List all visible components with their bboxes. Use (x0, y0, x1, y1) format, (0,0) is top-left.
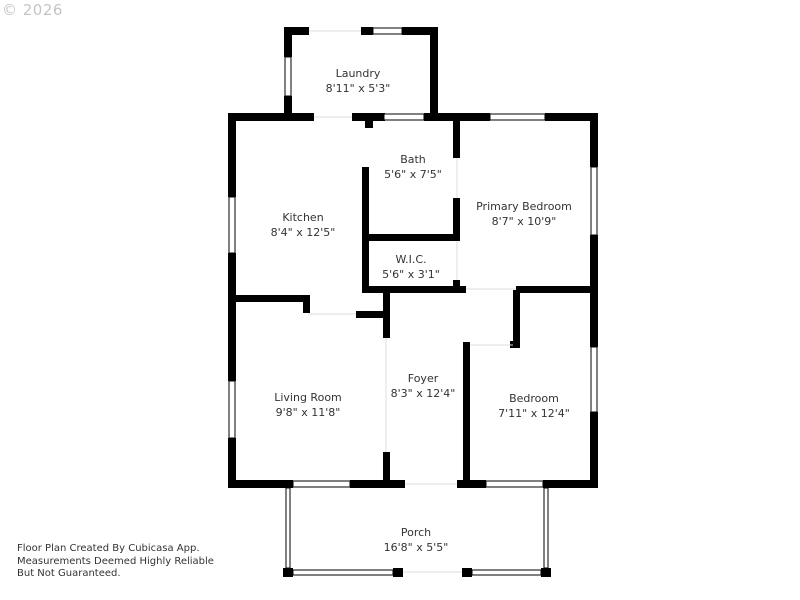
copyright-text: © 2026 (2, 1, 63, 19)
disclaimer: Floor Plan Created By Cubicasa App. Meas… (17, 543, 214, 581)
svg-text:Foyer: Foyer (408, 372, 439, 385)
room-label-porch: Porch 16'8" x 5'5" (384, 526, 449, 554)
disclaimer-line: But Not Guaranteed. (17, 568, 121, 579)
svg-text:5'6" x 7'5": 5'6" x 7'5" (384, 168, 442, 181)
walls (228, 27, 598, 577)
svg-text:Porch: Porch (401, 526, 431, 539)
svg-text:Bedroom: Bedroom (509, 392, 559, 405)
svg-text:8'4" x 12'5": 8'4" x 12'5" (271, 226, 336, 239)
room-label-foyer: Foyer 8'3" x 12'4" (391, 372, 456, 400)
room-label-kitchen: Kitchen 8'4" x 12'5" (271, 211, 336, 239)
room-label-bedroom: Bedroom 7'11" x 12'4" (498, 392, 570, 420)
disclaimer-line: Measurements Deemed Highly Reliable (17, 555, 214, 567)
room-label-bath: Bath 5'6" x 7'5" (384, 153, 442, 181)
room-label-living-room: Living Room 9'8" x 11'8" (274, 391, 342, 419)
svg-text:Bath: Bath (400, 153, 426, 166)
svg-text:7'11" x 12'4": 7'11" x 12'4" (498, 407, 570, 420)
room-label-laundry: Laundry 8'11" x 5'3" (326, 67, 391, 95)
door-openings (308, 30, 516, 573)
svg-text:5'6" x 3'1": 5'6" x 3'1" (382, 268, 440, 281)
svg-text:16'8" x 5'5": 16'8" x 5'5" (384, 541, 449, 554)
svg-text:Living Room: Living Room (274, 391, 342, 404)
room-label-primary-bedroom: Primary Bedroom 8'7" x 10'9" (476, 200, 572, 228)
windows (228, 27, 598, 576)
room-label-wic: W.I.C. 5'6" x 3'1" (382, 253, 440, 281)
svg-text:8'7" x 10'9": 8'7" x 10'9" (492, 215, 557, 228)
svg-text:8'11" x 5'3": 8'11" x 5'3" (326, 82, 391, 95)
svg-text:Laundry: Laundry (336, 67, 381, 80)
disclaimer-line: Floor Plan Created By Cubicasa App. (17, 543, 200, 554)
svg-text:8'3" x 12'4": 8'3" x 12'4" (391, 387, 456, 400)
svg-text:9'8" x 11'8": 9'8" x 11'8" (276, 406, 341, 419)
svg-text:Primary Bedroom: Primary Bedroom (476, 200, 572, 213)
svg-text:Kitchen: Kitchen (282, 211, 323, 224)
svg-text:W.I.C.: W.I.C. (395, 253, 426, 266)
room-labels: Laundry 8'11" x 5'3" Bath 5'6" x 7'5" Ki… (271, 67, 572, 554)
